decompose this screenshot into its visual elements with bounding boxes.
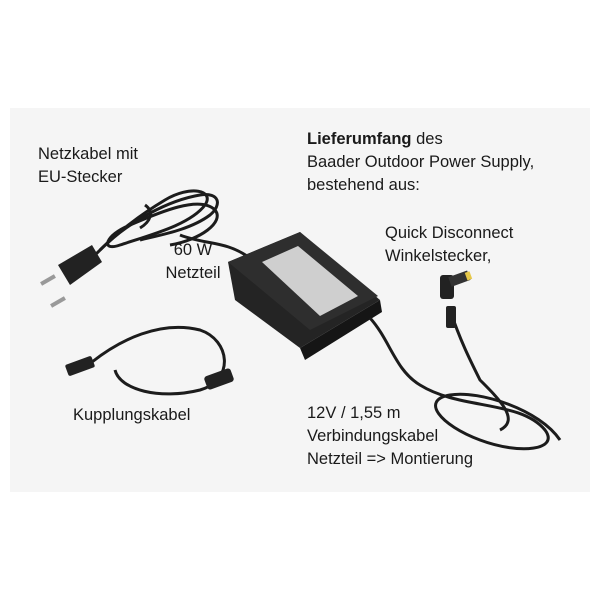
label-line: 60 W — [173, 241, 213, 259]
eu-plug — [40, 245, 102, 308]
label-line: Quick Disconnect — [385, 224, 514, 242]
label-line: Kupplungskabel — [73, 406, 191, 424]
coupling-cable — [65, 325, 234, 396]
output-cable — [368, 309, 562, 451]
label-line: Winkelstecker, — [385, 247, 492, 265]
label-connection-cable: 12V / 1,55 m Verbindungskabel Netzteil =… — [307, 402, 473, 471]
label-mains-cable: Netzkabel mit EU-Stecker — [38, 143, 138, 189]
label-line: bestehend aus: — [307, 176, 420, 194]
label-line: Baader Outdoor Power Supply, — [307, 153, 535, 171]
label-coupling-cable: Kupplungskabel — [73, 404, 190, 427]
label-line: Netzkabel mit — [38, 145, 138, 163]
label-heading-bold: Lieferumfang — [307, 130, 412, 148]
power-supply-unit — [228, 232, 382, 360]
label-line: Verbindungskabel — [307, 427, 439, 445]
label-quick-disconnect: Quick Disconnect Winkelstecker, — [385, 222, 513, 268]
label-power-supply: 60 W Netzteil — [158, 239, 228, 285]
label-scope-of-delivery: Lieferumfang des Baader Outdoor Power Su… — [307, 128, 534, 197]
label-heading-rest: des — [411, 130, 443, 148]
mains-cable — [93, 189, 251, 260]
label-line: Netzteil — [165, 264, 221, 282]
label-line: 12V / 1,55 m — [307, 404, 401, 422]
label-line: EU-Stecker — [38, 168, 123, 186]
right-angle-connector — [440, 270, 473, 328]
label-line: Netzteil => Montierung — [307, 450, 474, 468]
